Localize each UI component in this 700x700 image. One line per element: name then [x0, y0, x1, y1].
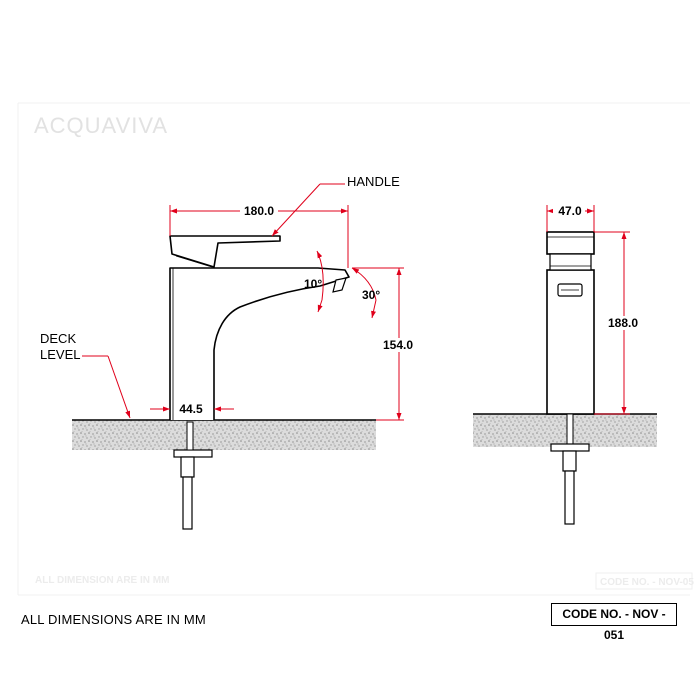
- front-view: 180.0 HANDLE 154.0 44.5 10°: [40, 174, 417, 530]
- dim-tilt-up-label: 10°: [304, 277, 322, 291]
- side-nut: [562, 450, 577, 472]
- side-supply-hose: [564, 470, 575, 525]
- deck-level-label-line2: LEVEL: [40, 347, 80, 362]
- side-deck-slab: [473, 414, 657, 447]
- dim-tilt-up: [316, 250, 324, 313]
- front-supply-hose: [182, 476, 193, 530]
- dim-spout-height-bg: [381, 338, 417, 352]
- dim-body-width-label: 44.5: [179, 402, 203, 416]
- dim-depth-label: 47.0: [558, 204, 582, 218]
- dim-spout-reach-label: 180.0: [244, 204, 274, 218]
- dim-spout-height-label: 154.0: [383, 338, 413, 352]
- side-mount-stem: [566, 413, 574, 445]
- watermark-code: CODE NO. - NOV-05: [600, 577, 694, 588]
- front-deck-slab: [72, 420, 376, 450]
- front-handle: [169, 235, 281, 268]
- dim-depth-bg: [553, 203, 585, 217]
- front-mount-plate: [173, 449, 213, 458]
- watermark-frame: [17, 102, 690, 596]
- side-mount-plate: [550, 443, 590, 452]
- dim-spout-reach-bg: [240, 202, 278, 216]
- side-handle: [546, 231, 595, 255]
- deck-level-label-line1: DECK: [40, 331, 76, 346]
- handle-leader: [271, 183, 345, 237]
- handle-label: HANDLE: [347, 174, 400, 189]
- front-aerator: [332, 277, 347, 293]
- deck-level-leader: [82, 355, 131, 419]
- side-collar: [549, 253, 592, 271]
- front-faucet-body: [169, 267, 350, 420]
- watermark-note: ALL DIMENSION ARE IN MM: [35, 575, 169, 586]
- dim-tilt-down: [351, 267, 377, 319]
- dimensions-note: ALL DIMENSIONS ARE IN MM: [21, 612, 206, 627]
- dim-tilt-down-label: 30°: [362, 288, 380, 302]
- watermark-logo: ACQUAVIVA: [34, 113, 168, 138]
- watermark-code-box: [595, 572, 693, 590]
- product-code: CODE NO. - NOV - 051: [551, 603, 677, 642]
- dim-height-label: 188.0: [608, 316, 638, 330]
- front-handle-edge: [175, 255, 213, 268]
- front-mount-stem: [186, 421, 194, 451]
- dim-height-bg: [604, 316, 642, 330]
- front-nut: [180, 456, 195, 478]
- side-view: 47.0 188.0: [473, 203, 657, 525]
